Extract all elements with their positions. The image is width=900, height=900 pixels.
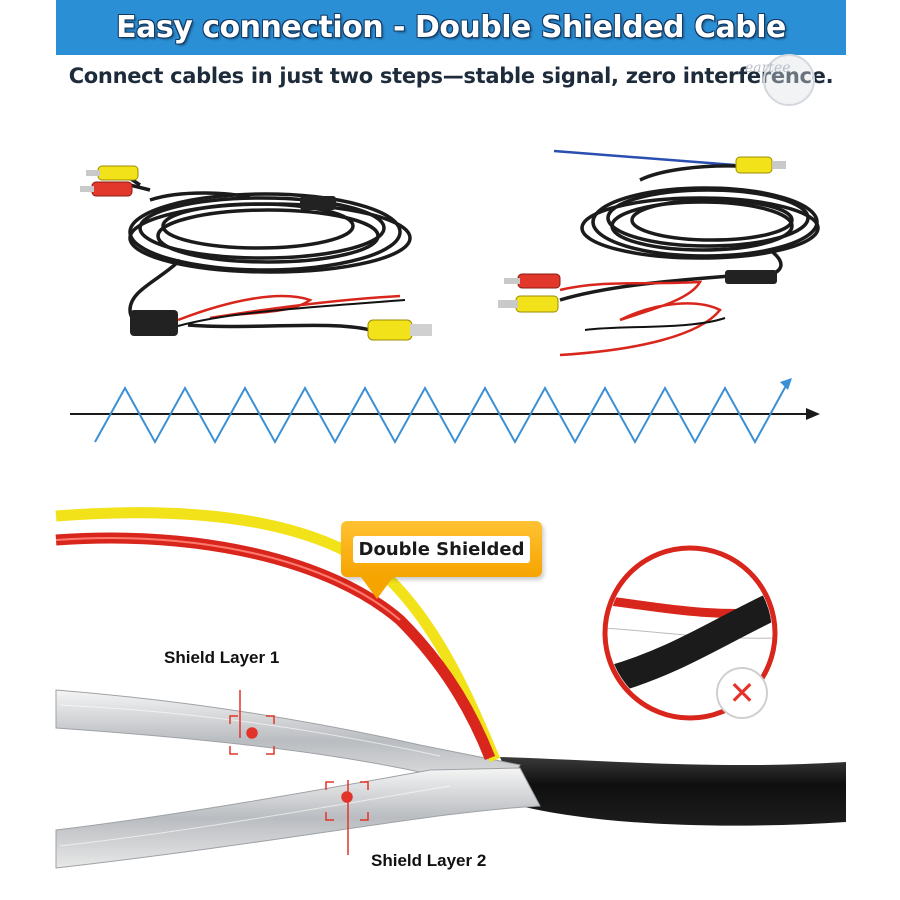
watermark-circle-icon — [763, 54, 815, 106]
brand-watermark: eartee — [745, 52, 815, 110]
watermark-text: eartee — [745, 60, 791, 76]
page-title: Easy connection - Double Shielded Cable — [116, 10, 786, 45]
wave-arrow-icon — [780, 378, 792, 390]
badge-label: Double Shielded — [352, 535, 531, 563]
signal-wave-graphic — [70, 378, 820, 445]
cross-mark-icon: ✕ — [716, 667, 768, 719]
left-cable-bundle — [80, 165, 432, 341]
shield-layer-1-label: Shield Layer 1 — [164, 648, 280, 667]
shield-layer-2-label: Shield Layer 2 — [371, 851, 487, 870]
header-banner: Easy connection - Double Shielded Cable — [56, 0, 846, 55]
shield-layer-1-marker — [229, 690, 275, 755]
right-cable-bundle — [498, 149, 820, 357]
page-subtitle: Connect cables in just two steps—stable … — [68, 64, 834, 88]
product-cables-illustration — [70, 149, 820, 445]
shield-layer-2-marker — [325, 780, 369, 855]
double-shielded-badge: Double Shielded — [341, 521, 542, 599]
axis-arrow-icon — [806, 408, 820, 420]
